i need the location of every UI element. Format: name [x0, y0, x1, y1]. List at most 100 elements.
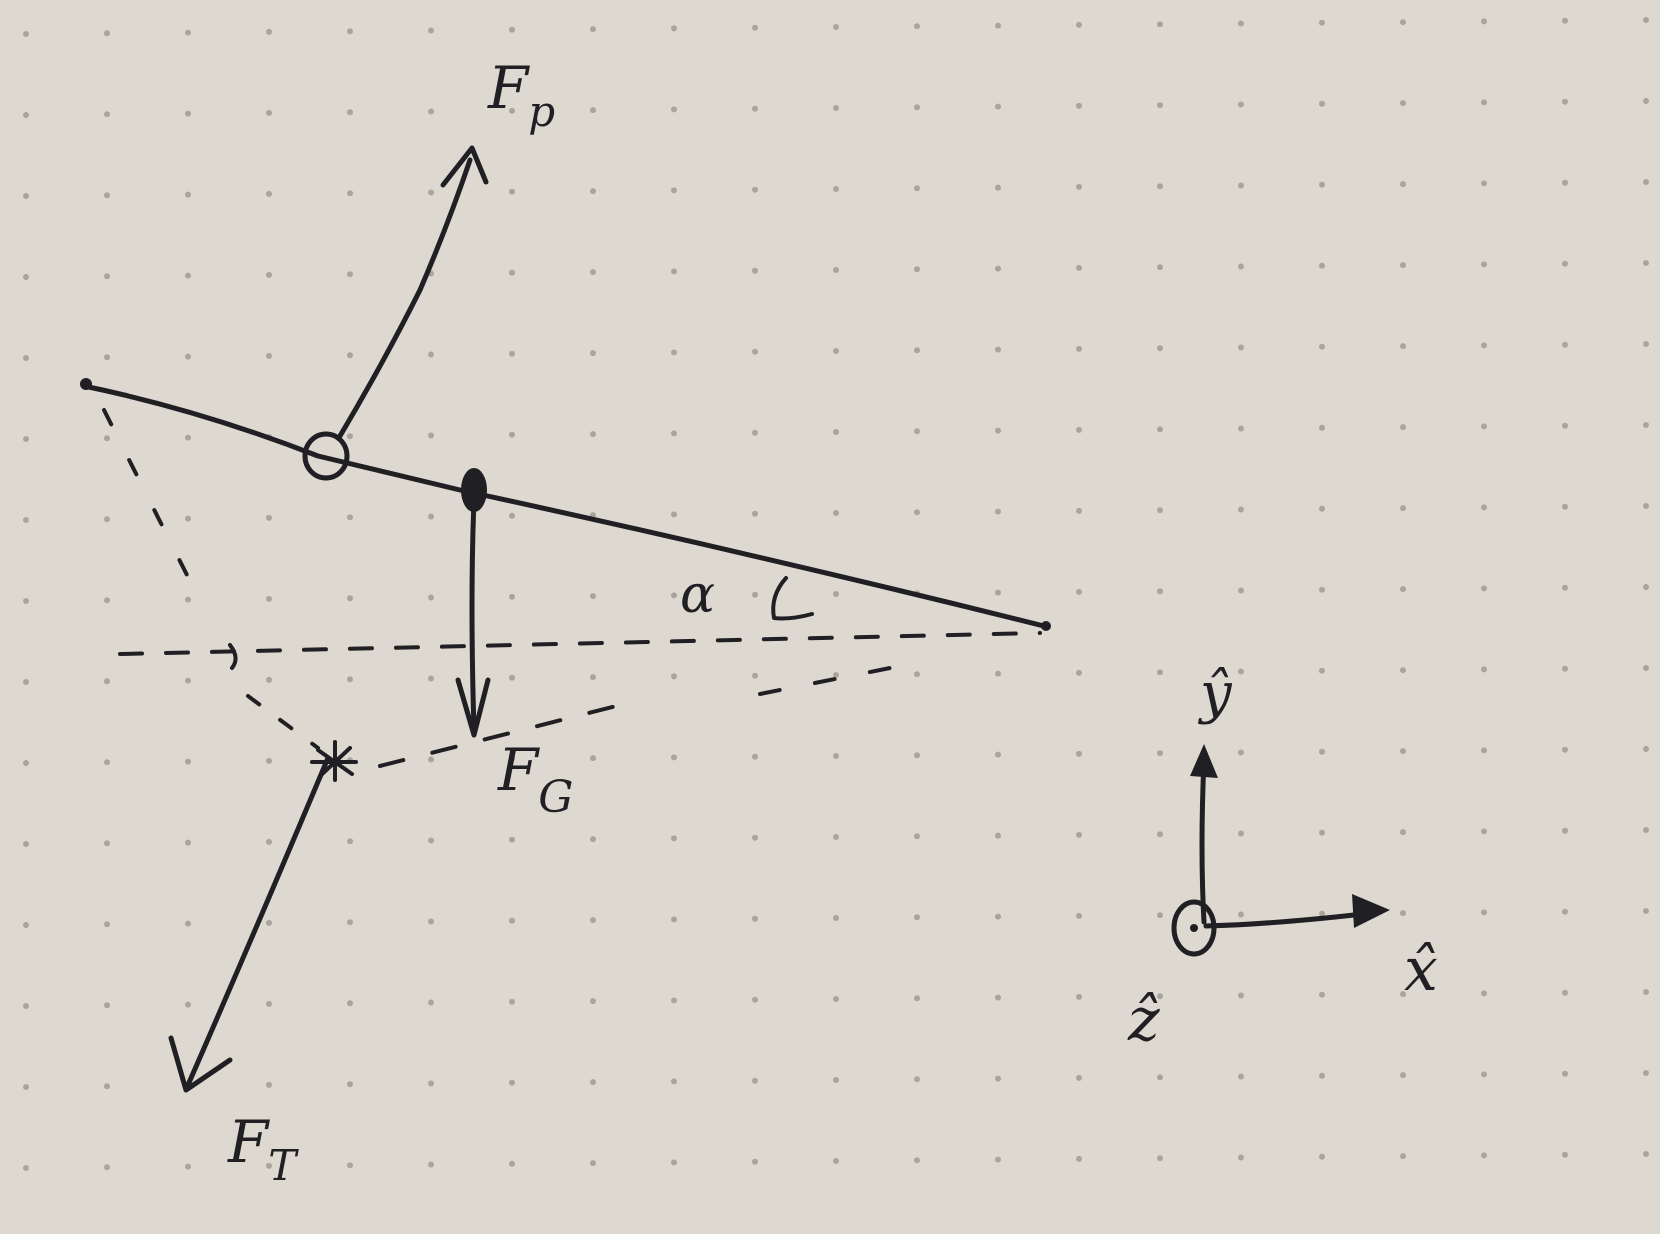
grid-dot	[266, 838, 272, 845]
grid-dot	[509, 107, 515, 114]
grid-dot	[1643, 1151, 1649, 1157]
grid-dot	[752, 1077, 758, 1084]
grid-dot	[590, 674, 596, 681]
dashed-lower-right-line	[758, 666, 892, 696]
grid-dot	[428, 432, 434, 439]
grid-dot	[104, 840, 110, 847]
grid-dot	[1562, 665, 1568, 672]
grid-dot	[671, 349, 677, 356]
grid-dot	[1481, 1071, 1487, 1078]
grid-dot	[23, 679, 29, 685]
y-axis-line	[1199, 757, 1207, 925]
force-t-arrowhead	[168, 1035, 233, 1093]
grid-dot	[428, 594, 434, 601]
grid-dot	[509, 917, 515, 924]
grid-dot	[1400, 181, 1406, 188]
grid-dot	[1400, 829, 1406, 836]
grid-dot	[1238, 749, 1244, 756]
grid-dot	[671, 1159, 677, 1166]
grid-dot	[266, 28, 272, 35]
grid-dot	[1562, 17, 1568, 24]
grid-dot	[1157, 21, 1163, 28]
grid-dot	[671, 430, 677, 437]
grid-dot	[104, 273, 110, 280]
grid-dot	[266, 271, 272, 278]
grid-dot	[509, 836, 515, 843]
grid-dot	[1562, 422, 1568, 429]
grid-dot	[1157, 750, 1163, 757]
grid-dot	[1562, 908, 1568, 915]
dashed-helper-lines	[102, 408, 1042, 768]
grid-dot	[266, 190, 272, 197]
grid-dot	[1319, 667, 1325, 674]
grid-dot	[1157, 102, 1163, 109]
grid-dot	[1076, 507, 1082, 514]
grid-dot	[590, 431, 596, 438]
grid-dot	[1400, 748, 1406, 755]
grid-dot	[185, 110, 191, 117]
grid-dot	[347, 1081, 353, 1088]
grid-dot	[1076, 21, 1082, 28]
grid-dot	[1157, 831, 1163, 838]
grid-dot	[1157, 1074, 1163, 1081]
grid-dot	[104, 516, 110, 523]
force-p-arrowhead	[440, 145, 489, 188]
grid-dot	[185, 191, 191, 198]
grid-dot	[995, 508, 1001, 515]
grid-dot	[509, 755, 515, 762]
grid-dot	[104, 30, 110, 37]
force-g-arrowhead	[455, 677, 491, 738]
grid-dot	[1481, 18, 1487, 25]
grid-dot	[428, 27, 434, 34]
grid-dot	[1319, 181, 1325, 188]
grid-dot	[1643, 17, 1649, 23]
grid-dot	[1319, 748, 1325, 755]
grid-dot	[833, 672, 839, 678]
grid-dot	[1238, 1154, 1244, 1161]
grid-dot	[914, 995, 920, 1002]
grid-dot	[509, 998, 515, 1005]
pivot-circle	[302, 431, 350, 481]
grid-dot	[104, 192, 110, 199]
grid-dot	[23, 1084, 29, 1090]
grid-dot	[104, 1164, 110, 1171]
grid-dot	[1238, 263, 1244, 270]
grid-dot	[266, 676, 272, 683]
grid-dot	[347, 109, 353, 116]
grid-dot	[590, 350, 596, 357]
grid-dot	[428, 756, 434, 763]
grid-dot	[671, 592, 677, 599]
grid-dot	[1400, 343, 1406, 350]
grid-dot	[347, 433, 353, 440]
grid-dot	[509, 593, 515, 600]
grid-dot	[995, 832, 1001, 839]
grid-dot	[185, 596, 191, 603]
grid-dot	[1481, 99, 1487, 106]
grid-dot	[995, 670, 1001, 677]
grid-dot	[104, 1083, 110, 1090]
grid-dot	[1643, 422, 1649, 428]
grid-dot	[995, 103, 1001, 110]
grid-dot	[1076, 831, 1082, 838]
grid-dot	[752, 753, 758, 760]
grid-dot	[1643, 260, 1649, 266]
grid-dot	[1076, 669, 1082, 676]
grid-dot	[1319, 19, 1325, 26]
grid-dot	[833, 1077, 839, 1083]
grid-dot	[671, 997, 677, 1004]
grid-dot	[833, 915, 839, 921]
grid-dot	[590, 188, 596, 195]
grid-dot	[1643, 98, 1649, 104]
grid-dot	[671, 106, 677, 113]
grid-dot	[1481, 666, 1487, 673]
grid-dot	[185, 515, 191, 522]
grid-dot	[1562, 746, 1568, 753]
grid-dot	[509, 26, 515, 33]
grid-dot	[1400, 424, 1406, 431]
grid-dot	[1076, 183, 1082, 190]
grid-dot	[590, 593, 596, 600]
grid-dot	[671, 187, 677, 194]
grid-dot	[914, 671, 920, 678]
grid-dot	[104, 354, 110, 361]
grid-dot	[833, 186, 839, 192]
